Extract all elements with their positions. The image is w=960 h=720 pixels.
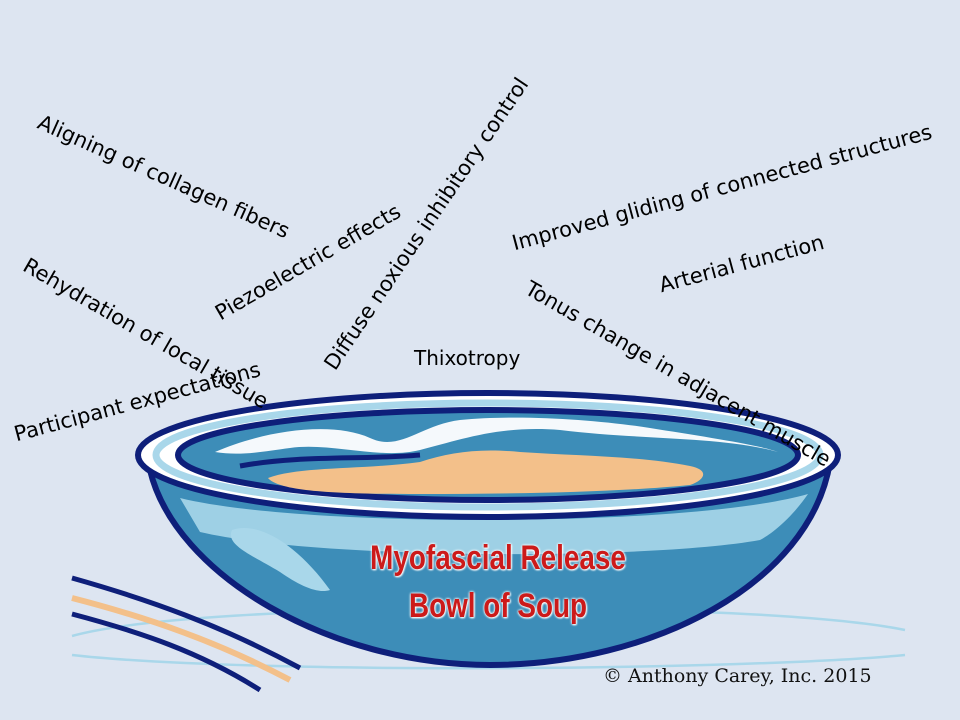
copyright-notice: © Anthony Carey, Inc. 2015	[603, 665, 872, 687]
bowl-band	[180, 494, 808, 555]
spoon	[71, 575, 302, 693]
bowl-body	[146, 458, 834, 669]
bowl-title-line-1: Myofascial Release	[370, 539, 626, 577]
bowl-title-line-2: Bowl of Soup	[408, 587, 588, 625]
bowl-highlight	[230, 527, 330, 592]
soup	[268, 450, 704, 494]
factor-label-7: Thixotropy	[414, 346, 521, 370]
